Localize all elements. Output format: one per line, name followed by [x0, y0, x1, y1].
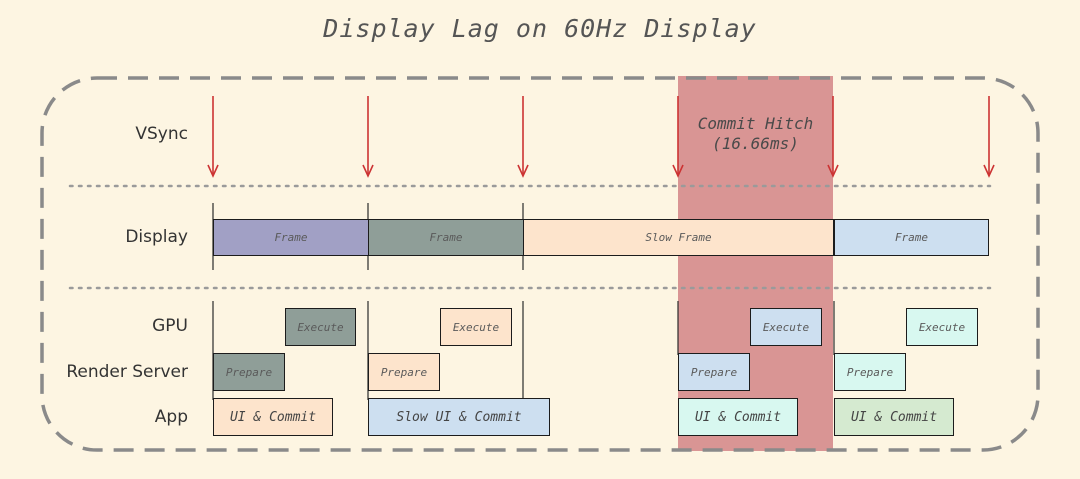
commit-hitch-label: Commit Hitch (16.66ms) — [678, 114, 833, 154]
commit-hitch-title: Commit Hitch — [697, 114, 814, 133]
render-server-prepare-3: Prepare — [678, 353, 750, 391]
row-label-app: App — [154, 407, 188, 427]
diagram-title: Display Lag on 60Hz Display — [323, 14, 757, 43]
vsync-arrow-6 — [983, 96, 995, 178]
app-ui-commit-1: UI & Commit — [213, 398, 333, 436]
row-label-gpu: GPU — [152, 316, 188, 336]
vsync-arrow-5 — [827, 96, 839, 178]
vsync-arrow-3 — [517, 96, 529, 178]
row-label-display: Display — [125, 227, 188, 247]
app-ui-commit-4: UI & Commit — [834, 398, 954, 436]
display-frame-slow: Slow Frame — [523, 219, 834, 256]
display-frame-1: Frame — [213, 219, 369, 256]
row-label-vsync: VSync — [135, 124, 188, 144]
vsync-arrow-4 — [672, 96, 684, 178]
render-server-prepare-1: Prepare — [213, 353, 285, 391]
vsync-arrow-1 — [207, 96, 219, 178]
display-frame-4: Frame — [834, 219, 989, 256]
gpu-execute-1: Execute — [285, 308, 356, 346]
app-slow-ui-commit: Slow UI & Commit — [368, 398, 550, 436]
display-frame-2: Frame — [368, 219, 524, 256]
gpu-execute-3: Execute — [750, 308, 822, 346]
app-ui-commit-3: UI & Commit — [678, 398, 798, 436]
gpu-execute-2: Execute — [440, 308, 512, 346]
gpu-execute-4: Execute — [906, 308, 978, 346]
render-server-prepare-2: Prepare — [368, 353, 440, 391]
vsync-arrow-2 — [362, 96, 374, 178]
dashed-border — [40, 76, 1040, 452]
commit-hitch-duration: (16.66ms) — [712, 134, 799, 153]
row-label-render-server: Render Server — [66, 362, 188, 382]
render-server-prepare-4: Prepare — [834, 353, 906, 391]
